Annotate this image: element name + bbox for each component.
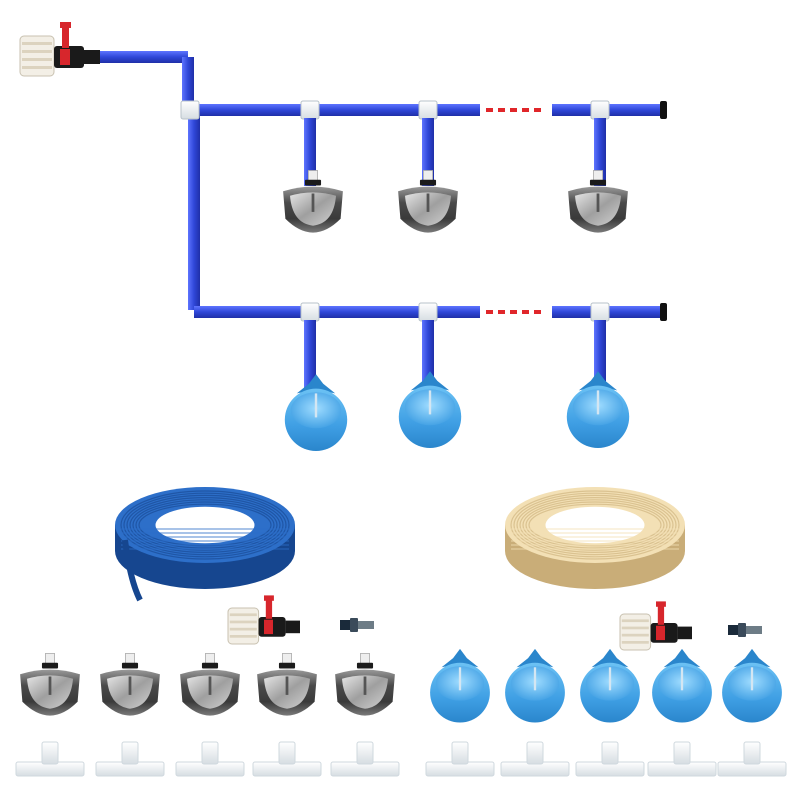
dash <box>486 310 493 314</box>
stainless-bowl-icon <box>180 653 240 716</box>
tee-connector-icon <box>717 741 787 777</box>
tee-connector-icon <box>95 741 165 777</box>
tee-fitting <box>590 100 610 120</box>
stainless-bowl-icon <box>283 170 343 233</box>
end-cap <box>660 303 667 321</box>
dash <box>522 310 529 314</box>
barbed-fitting-icon <box>728 623 762 637</box>
barbed-fitting-icon <box>340 618 374 632</box>
blue-cup-icon <box>580 648 640 723</box>
stainless-bowl-icon <box>100 653 160 716</box>
ball-valve-icon <box>619 601 692 651</box>
tee-fitting <box>418 100 438 120</box>
blue-cup-icon <box>505 648 565 723</box>
blue-cup-icon <box>652 648 712 723</box>
blue-cup-icon <box>284 374 348 451</box>
tee-connector-icon <box>425 741 495 777</box>
tee-fitting <box>180 100 200 120</box>
tee-fitting <box>300 100 320 120</box>
tee-connector-icon <box>175 741 245 777</box>
blue-cup-icon <box>398 371 462 448</box>
water-line-diagram <box>19 22 667 451</box>
dash <box>486 108 493 112</box>
dash <box>510 310 517 314</box>
dash <box>510 108 517 112</box>
tee-connector-icon <box>500 741 570 777</box>
tee-fitting <box>418 302 438 322</box>
tee-connector-icon <box>252 741 322 777</box>
stainless-bowl-icon <box>257 653 317 716</box>
blue-cup-icon <box>722 648 782 723</box>
ball-valve-icon <box>227 595 300 645</box>
ball-valve-icon <box>19 22 100 77</box>
end-cap <box>660 101 667 119</box>
dash <box>522 108 529 112</box>
dash <box>498 108 505 112</box>
dash <box>498 310 505 314</box>
blue-cup-icon <box>430 648 490 723</box>
blue-hose-coil-icon <box>115 487 295 589</box>
kit-contents <box>15 487 787 777</box>
tee-connector-icon <box>15 741 85 777</box>
stainless-bowl-icon <box>20 653 80 716</box>
tee-connector-icon <box>647 741 717 777</box>
tee-connector-icon <box>330 741 400 777</box>
stainless-bowl-icon <box>335 653 395 716</box>
tee-fitting <box>590 302 610 322</box>
stainless-bowl-icon <box>398 170 458 233</box>
dash <box>534 108 541 112</box>
stainless-bowl-icon <box>568 170 628 233</box>
blue-cup-icon <box>566 371 630 448</box>
tee-fitting <box>300 302 320 322</box>
dash <box>534 310 541 314</box>
tee-connector-icon <box>575 741 645 777</box>
cream-hose-coil-icon <box>505 487 685 589</box>
